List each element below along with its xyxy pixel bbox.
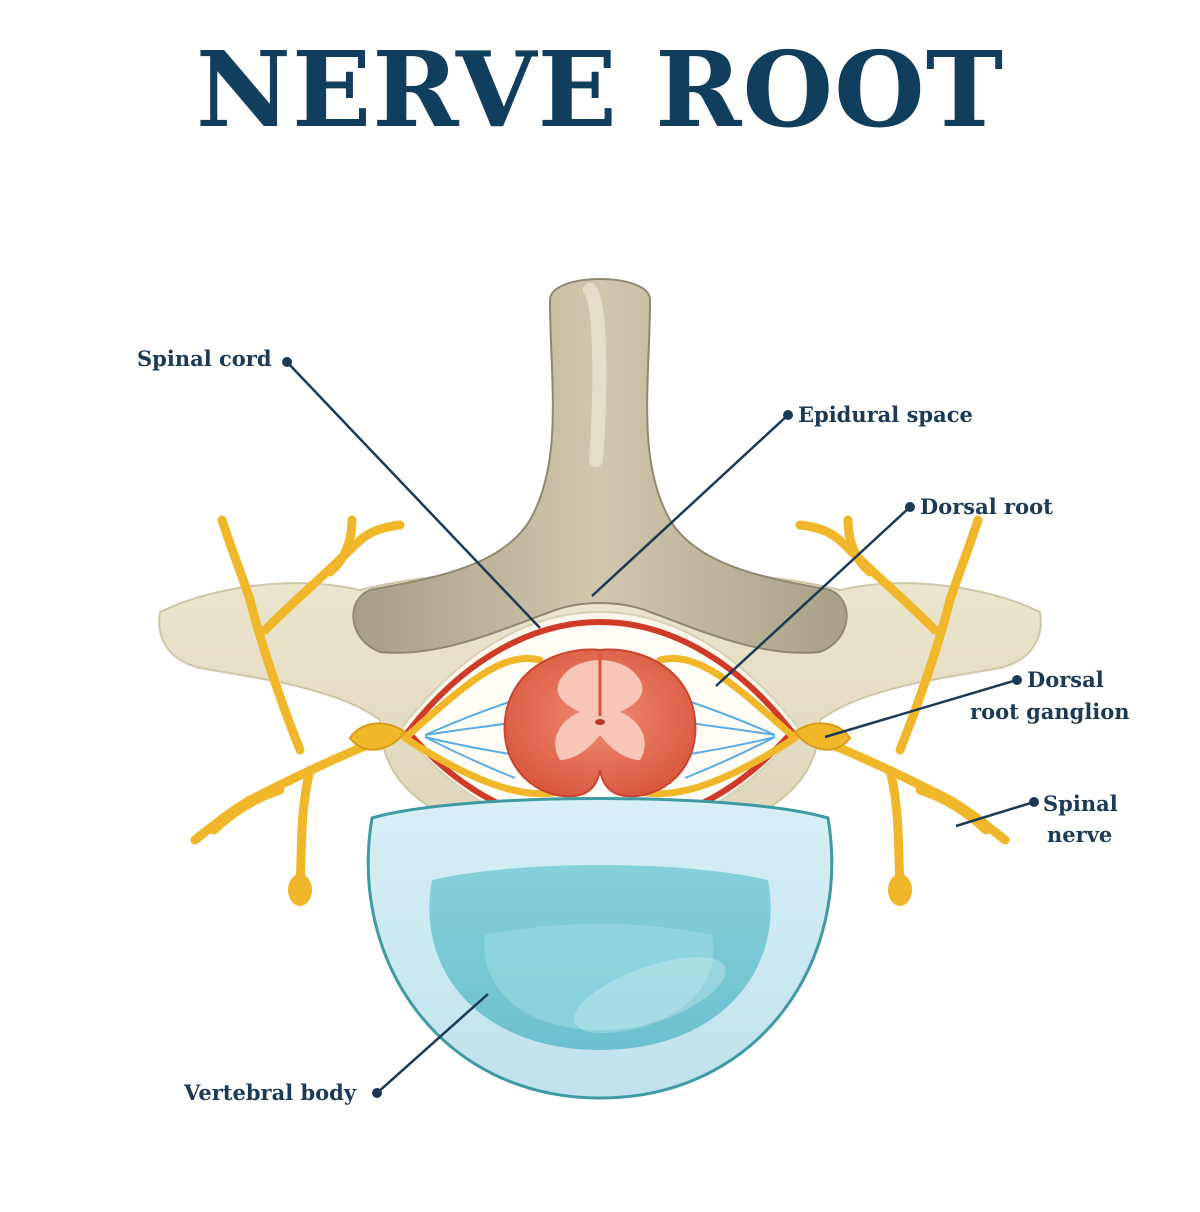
right-spinal-nerve	[795, 515, 1010, 890]
label-dorsal-root-ganglion-line2: root ganglion	[970, 699, 1130, 724]
label-spinal-nerve-line2: nerve	[1047, 822, 1113, 847]
label-spinal-cord: Spinal cord	[137, 346, 272, 371]
spinal-cord	[503, 648, 697, 798]
left-ganglion	[348, 722, 407, 751]
leader-lines	[286, 361, 1035, 1094]
dot-dorsal-root	[905, 502, 915, 512]
nerve-roots	[401, 655, 799, 798]
leader-spinal-nerve	[955, 800, 1035, 828]
leader-dorsal-root	[715, 506, 911, 687]
spinous-process	[352, 278, 848, 654]
left-spinal-nerve	[190, 515, 405, 890]
leader-epidural-space	[591, 414, 789, 597]
label-dorsal-root: Dorsal root	[920, 494, 1053, 519]
leader-vertebral-body	[376, 993, 489, 1094]
leader-dorsal-root-ganglion	[824, 678, 1018, 739]
dot-epidural-space	[783, 410, 793, 420]
dot-vertebral-body	[372, 1088, 382, 1098]
right-ganglion	[793, 722, 852, 751]
label-spinal-nerve-line1: Spinal	[1043, 791, 1118, 816]
page-title: NERVE ROOT	[195, 28, 1005, 151]
label-epidural-space: Epidural space	[798, 402, 973, 427]
dot-spinal-cord	[282, 357, 292, 367]
dot-dorsal-root-ganglion	[1012, 675, 1022, 685]
leader-spinal-cord	[286, 361, 541, 629]
dot-spinal-nerve	[1029, 797, 1039, 807]
label-dorsal-root-ganglion-line1: Dorsal	[1027, 667, 1104, 692]
label-vertebral-body: Vertebral body	[184, 1080, 357, 1105]
